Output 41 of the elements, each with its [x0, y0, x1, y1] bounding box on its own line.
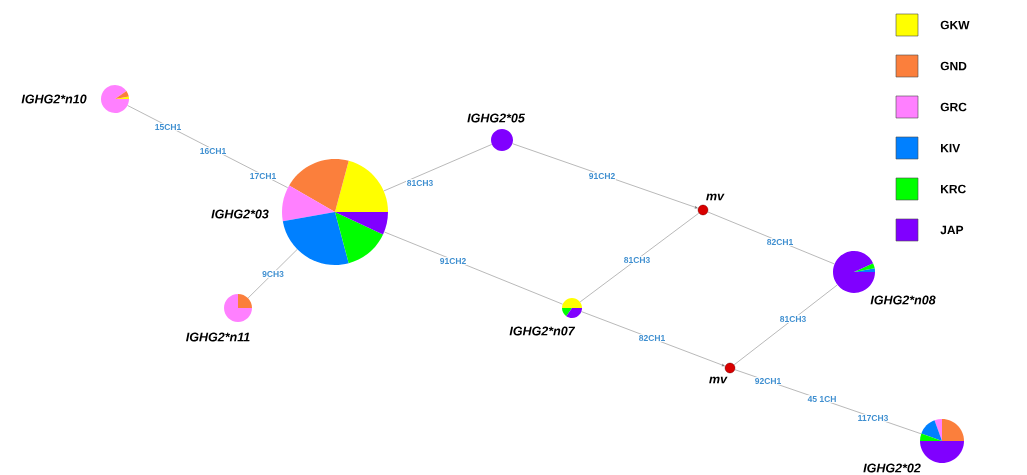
mutation-label: 92CH1 — [754, 377, 783, 385]
mutation-label: 45 1CH — [806, 395, 838, 403]
connector — [733, 284, 838, 366]
legend-label: GKW — [940, 20, 970, 30]
mutation-label: 117CH3 — [856, 414, 890, 422]
connector — [512, 143, 698, 209]
mutation-label: 91CH2 — [588, 172, 617, 180]
node-label: mv — [709, 376, 728, 384]
mutation-label: 9CH3 — [261, 270, 285, 278]
connector — [579, 212, 700, 303]
haplotype-pie: IGHG2*n11 — [186, 294, 252, 342]
node-label: mv — [706, 193, 725, 201]
legend-label: GRC — [940, 102, 967, 112]
node-label: IGHG2*n07 — [509, 326, 576, 336]
legend-label: JAP — [940, 225, 964, 235]
legend-label: KRC — [941, 184, 966, 194]
node-label: IGHG2*n11 — [186, 332, 250, 342]
mutation-label: 91CH2 — [439, 257, 468, 265]
legend-label: KIV — [941, 143, 961, 153]
mutation-label: 81CH3 — [779, 315, 808, 323]
haplotype-pie: IGHG2*05 — [467, 113, 525, 151]
mutation-label: 17CH1 — [249, 172, 278, 180]
connector — [383, 144, 492, 192]
node-label: IGHG2*n10 — [21, 94, 87, 104]
node-label: IGHG2*n08 — [870, 295, 936, 305]
connector — [247, 249, 298, 299]
mutation-label: 82CH1 — [766, 238, 795, 246]
mutation-label: 81CH3 — [406, 179, 435, 187]
mutation-label: 16CH1 — [199, 147, 228, 155]
connector — [581, 311, 725, 367]
node-label: IGHG2*03 — [211, 209, 269, 219]
mutation-label: 81CH3 — [623, 256, 652, 264]
node-label: IGHG2*02 — [863, 463, 921, 473]
connector — [384, 231, 563, 305]
haplotype-pie: IGHG2*n07 — [509, 298, 582, 336]
node-label: IGHG2*05 — [467, 113, 525, 123]
legend-label: GND — [940, 61, 967, 71]
mutation-label: 82CH1 — [638, 334, 667, 342]
mutation-label: 15CH1 — [154, 123, 183, 131]
haplotype-pie: IGHG2*n10 — [21, 85, 129, 113]
haplotype-pie: IGHG2*n08 — [833, 251, 936, 305]
